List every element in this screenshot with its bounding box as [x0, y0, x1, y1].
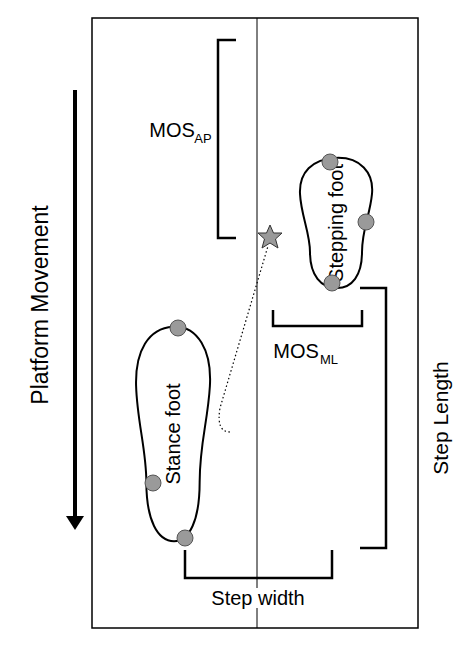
measure-subscript: AP [194, 132, 211, 145]
marker [358, 214, 374, 230]
foot-path [136, 327, 210, 541]
mos-ap-bracket [218, 40, 236, 238]
marker [177, 530, 193, 546]
dimension-label: Step width [209, 588, 306, 608]
axis-label: Platform Movement [29, 205, 52, 404]
marker [170, 320, 186, 336]
foot-path [300, 158, 372, 288]
foot-label: Stepping foot [325, 164, 348, 282]
com-trajectory [219, 246, 268, 432]
com-star [258, 225, 282, 248]
foot-outline: Stance foot [132, 322, 214, 546]
mos-ml-bracket [273, 310, 362, 326]
movement-arrow-head [66, 516, 84, 530]
midline [257, 18, 258, 628]
measure-subscript: ML [320, 353, 338, 366]
dimension-label: Step Length [430, 361, 451, 474]
marker [322, 154, 338, 170]
marker [145, 475, 161, 491]
step-width-bracket [185, 550, 332, 578]
marker [324, 275, 340, 291]
movement-arrow-shaft [73, 90, 77, 518]
platform-outline [92, 18, 418, 628]
foot-label: Stance foot [162, 383, 185, 484]
step-length-bracket [360, 288, 386, 548]
measure-label: MOS [273, 341, 319, 361]
measure-label: MOS [149, 120, 195, 140]
